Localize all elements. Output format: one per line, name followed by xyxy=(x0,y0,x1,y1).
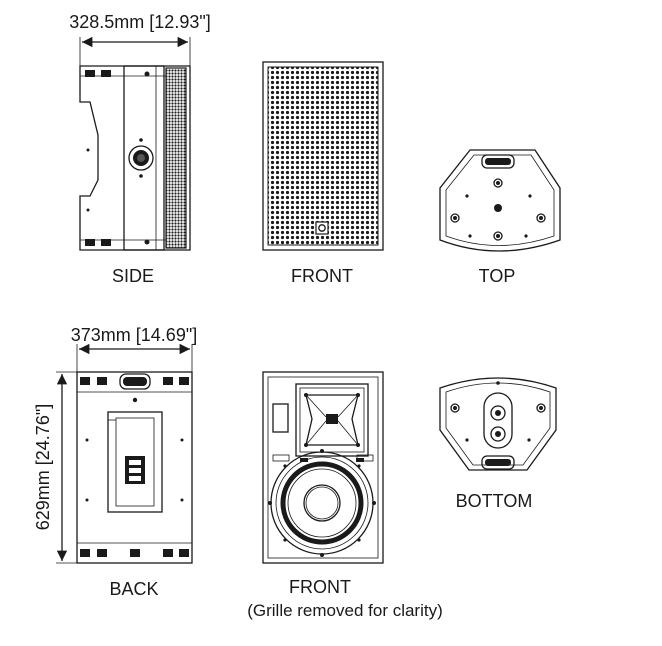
width-dimension: 373mm [14.69"] xyxy=(71,325,197,374)
side-view-label: SIDE xyxy=(112,266,154,286)
front-open-view: FRONT (Grille removed for clarity) xyxy=(247,371,443,620)
depth-label: 328.5mm [12.93"] xyxy=(69,12,210,32)
height-label: 629mm [24.76"] xyxy=(33,404,53,530)
bottom-view: BOTTOM xyxy=(439,377,557,511)
height-dimension: 629mm [24.76"] xyxy=(33,371,77,564)
bottom-view-label: BOTTOM xyxy=(456,491,533,511)
side-view: 328.5mm [12.93"] SIDE xyxy=(69,12,210,286)
top-view-label: TOP xyxy=(479,266,516,286)
width-label: 373mm [14.69"] xyxy=(71,325,197,345)
front-view-label: FRONT xyxy=(291,266,353,286)
front-view: FRONT xyxy=(262,61,384,286)
front-open-view-note: (Grille removed for clarity) xyxy=(247,601,443,620)
back-view-label: BACK xyxy=(109,579,158,599)
back-view: 373mm [14.69"] 629mm [24.76"] xyxy=(33,325,197,599)
top-view: TOP xyxy=(439,149,561,286)
front-open-view-label: FRONT xyxy=(289,577,351,597)
depth-dimension: 328.5mm [12.93"] xyxy=(69,12,211,66)
